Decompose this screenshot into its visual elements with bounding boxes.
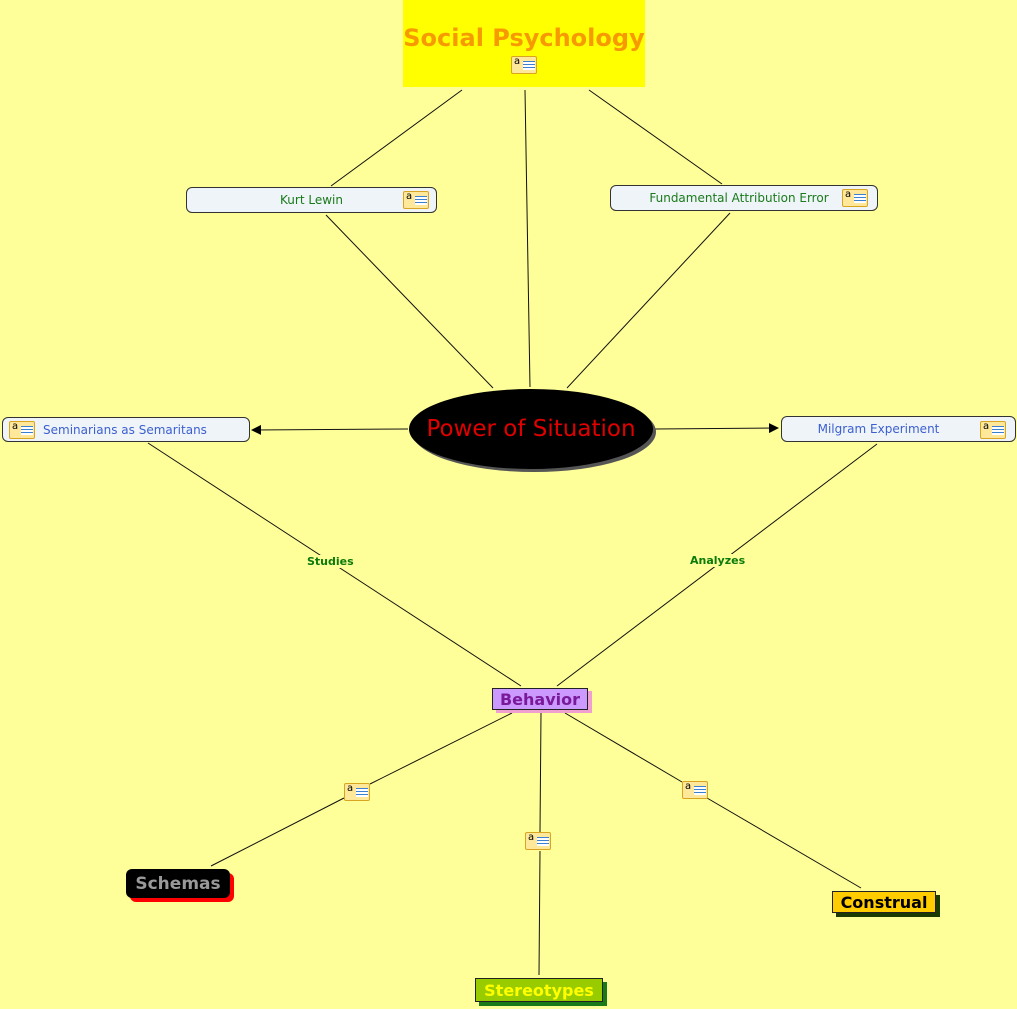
concept-label: Seminarians as Semaritans	[43, 422, 207, 437]
concept-label: Stereotypes	[484, 980, 594, 1000]
concept-label: Fundamental Attribution Error	[649, 191, 829, 205]
annotation-note-icon[interactable]	[511, 55, 537, 74]
concept-stereotypes[interactable]: Stereotypes	[475, 978, 603, 1002]
link-label-analyzes: Analyzes	[688, 554, 748, 567]
concept-schemas[interactable]: Schemas	[126, 869, 230, 898]
concept-power-of-situation[interactable]: Power of Situation	[409, 389, 653, 469]
concept-kurt-lewin[interactable]: Kurt Lewin	[186, 187, 437, 213]
concept-seminarians-as-semaritans[interactable]: Seminarians as Semaritans	[2, 417, 250, 442]
annotation-note-icon[interactable]	[682, 781, 708, 799]
annotation-note-icon[interactable]	[842, 189, 868, 207]
annotation-note-icon[interactable]	[403, 191, 429, 209]
concept-construal[interactable]: Construal	[832, 891, 936, 913]
annotation-note-icon[interactable]	[344, 783, 370, 801]
concept-label: Kurt Lewin	[280, 193, 343, 207]
concept-label: Power of Situation	[426, 416, 636, 442]
concept-label: Schemas	[135, 873, 221, 894]
concept-fundamental-attribution-error[interactable]: Fundamental Attribution Error	[610, 185, 878, 211]
concept-behavior[interactable]: Behavior	[492, 688, 588, 710]
link-label-studies: Studies	[305, 555, 356, 568]
concept-label: Milgram Experiment	[817, 422, 940, 436]
concept-milgram-experiment[interactable]: Milgram Experiment	[781, 416, 1016, 442]
annotation-note-icon[interactable]	[525, 832, 551, 850]
concept-label: Behavior	[499, 689, 581, 709]
concept-label: Social Psychology	[403, 23, 645, 52]
concept-social-psychology[interactable]: Social Psychology	[403, 0, 645, 87]
annotation-note-icon[interactable]	[9, 421, 35, 439]
annotation-note-icon[interactable]	[980, 421, 1006, 439]
concept-label: Construal	[840, 892, 928, 912]
